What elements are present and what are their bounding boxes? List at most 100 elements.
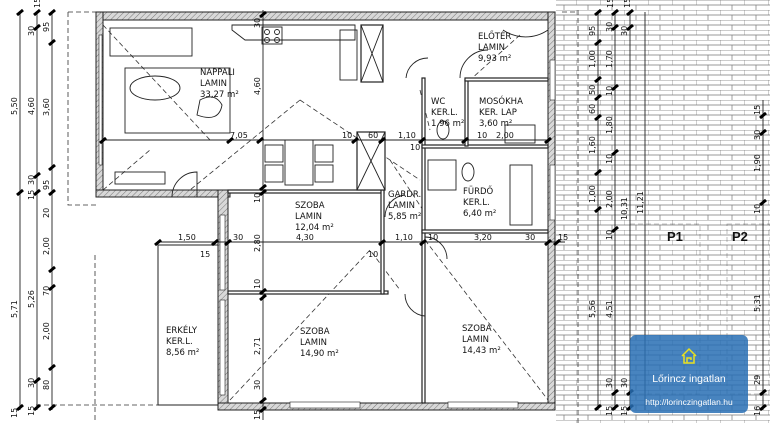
- dim-label: 10: [342, 131, 352, 140]
- room-gardrob: GARDR. LAMIN 5,85 m²: [388, 190, 421, 222]
- window-right-1: [549, 59, 556, 101]
- room-floor: LAMIN: [388, 201, 415, 211]
- dim-label: 7,05: [230, 131, 248, 140]
- dim-label: 15: [253, 410, 262, 420]
- room-mosokha: MOSÓKHA KER. LAP 3,60 m²: [479, 95, 523, 129]
- dim-label: 15: [753, 105, 762, 115]
- window-bottom-2: [447, 401, 519, 409]
- dim-label: 30: [27, 26, 36, 36]
- dim-label: 70: [42, 286, 51, 296]
- dim-label: 10: [368, 250, 378, 259]
- window-bottom-1: [289, 401, 361, 409]
- room-erkely: ERKÉLY KER.L. 8,56 m²: [166, 324, 199, 358]
- room-area: 1,96 m²: [431, 119, 464, 129]
- bathtub: [509, 164, 533, 226]
- room-area: 12,04 m²: [295, 223, 334, 233]
- dim-label: 10: [477, 131, 487, 140]
- dim-label: 30: [620, 26, 629, 36]
- watermark-logo: Lőrincz ingatlan http://lorinczingatlan.…: [630, 335, 748, 413]
- window-living: [98, 34, 103, 166]
- dining-table: [284, 139, 314, 186]
- window-right-2: [549, 164, 556, 221]
- dims-right: 95 1,00 50 60 1,60 1,00 5,56 15 30 1,70 …: [588, 0, 762, 416]
- dim-label: 5,50: [10, 97, 19, 115]
- room-szoba-3: SZOBA LAMIN 14,43 m²: [462, 324, 501, 356]
- dim-label: 15: [10, 408, 19, 418]
- room-name: NAPPALI: [200, 68, 235, 78]
- dim-label: 5,56: [588, 300, 597, 318]
- dim-label: 1,00: [588, 50, 597, 68]
- dim-label: 95: [42, 180, 51, 190]
- room-floor: KER.L.: [166, 337, 193, 347]
- dim-label: 95: [588, 26, 597, 36]
- dim-label: 2,00: [496, 131, 514, 140]
- dim-label: 16: [753, 406, 762, 416]
- dim-label: 1,10: [398, 131, 416, 140]
- toilet: [461, 162, 475, 182]
- dim-label: 2,00: [42, 322, 51, 340]
- wall-int: [421, 144, 549, 149]
- room-area: 9,93 m²: [478, 54, 511, 64]
- room-floor: KER. LAP: [479, 108, 517, 118]
- stove: [261, 26, 283, 45]
- dim-label: 1,00: [588, 185, 597, 203]
- window-left-2: [219, 299, 226, 396]
- room-floor: LAMIN: [462, 335, 489, 345]
- dimension-ticks: [16, 8, 767, 414]
- parking-p2: [726, 223, 770, 395]
- dim-label: 30: [620, 378, 629, 388]
- dim-label: 15: [620, 406, 629, 416]
- dim-label: 4,30: [296, 233, 314, 242]
- dim-label: 10: [605, 86, 614, 96]
- balcony: [157, 244, 219, 406]
- parking-label-p1: P1: [667, 229, 683, 244]
- dim-label: 4,60: [253, 77, 262, 95]
- room-area: 8,56 m²: [166, 348, 199, 358]
- dim-label: 10: [753, 204, 762, 214]
- dim-label: 60: [368, 131, 378, 140]
- dim-label: 4,51: [605, 300, 614, 318]
- tv-stand: [114, 171, 166, 185]
- logo-url[interactable]: http://lorinczingatlan.hu: [645, 397, 733, 407]
- dim-label: 30: [253, 380, 262, 390]
- room-area: 5,85 m²: [388, 212, 421, 222]
- room-floor: LAMIN: [200, 79, 227, 89]
- dims-center-vertical: 30 4,60 10 2,80 10 2,71 30 15: [253, 18, 262, 420]
- room-floor: LAMIN: [300, 338, 327, 348]
- wall-int: [464, 79, 469, 147]
- dim-label: 80: [42, 380, 51, 390]
- room-name: SZOBA: [300, 327, 330, 337]
- room-szoba-2: SZOBA LAMIN 14,90 m²: [300, 327, 339, 359]
- dim-label: 15: [606, 0, 615, 8]
- dim-label: 15: [200, 250, 210, 259]
- dims-left: 5,50 5,71 15 15 30 4,60 30 15 5,26 30 15…: [10, 0, 51, 418]
- room-name: MOSÓKHA: [479, 95, 523, 107]
- dim-label: 1,60: [588, 136, 597, 154]
- dim-label: 29: [753, 375, 762, 385]
- dim-label: 5,31: [753, 294, 762, 312]
- room-area: 6,40 m²: [463, 209, 496, 219]
- room-area: 14,43 m²: [462, 346, 501, 356]
- shower: [427, 159, 457, 191]
- dim-label: 10: [253, 279, 262, 289]
- room-name: SZOBA: [295, 201, 325, 211]
- toilet-wc: [436, 120, 450, 140]
- dim-label: 5,71: [10, 300, 19, 318]
- dim-label: 2,71: [253, 337, 262, 355]
- dim-label: 1,50: [178, 233, 196, 242]
- dim-label: 60: [588, 104, 597, 114]
- room-area: 3,60 m²: [479, 119, 512, 129]
- room-name: ERKÉLY: [166, 324, 198, 336]
- dim-label: 30: [233, 233, 243, 242]
- dim-label: 1,10: [395, 233, 413, 242]
- room-furdo: FÜRDŐ KER.L. 6,40 m²: [463, 186, 496, 219]
- dim-label: 30: [605, 22, 614, 32]
- dim-label: 30: [605, 378, 614, 388]
- room-area: 33,27 m²: [200, 90, 239, 100]
- dim-label: 95: [42, 22, 51, 32]
- dim-label: 2,00: [42, 237, 51, 255]
- room-szoba-1: SZOBA LAMIN 12,04 m²: [295, 201, 334, 233]
- dim-label: 2,80: [253, 234, 262, 252]
- dim-label: 1,90: [753, 154, 762, 172]
